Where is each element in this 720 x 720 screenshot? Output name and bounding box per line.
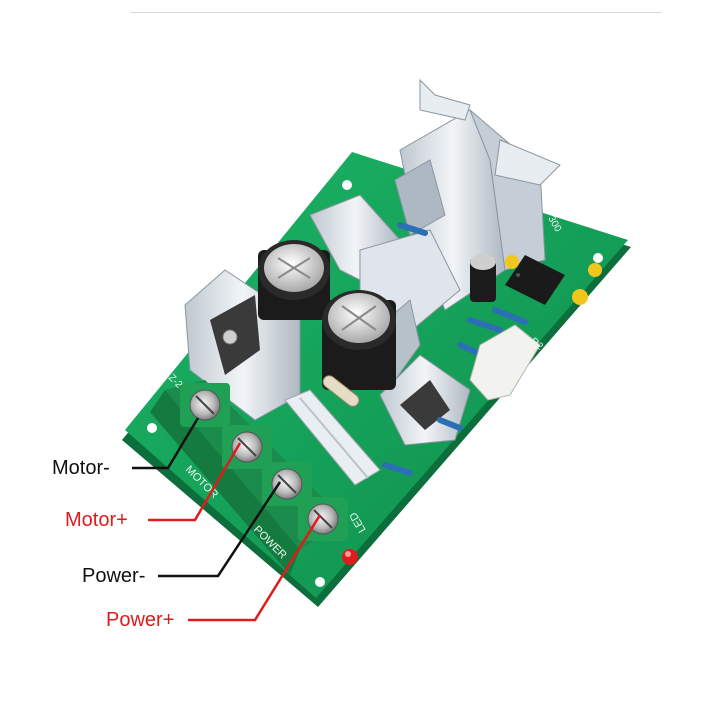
ceramic-capacitor xyxy=(505,255,519,269)
connector-r2 xyxy=(469,324,541,401)
top-border-line xyxy=(130,12,662,13)
label-power-neg: Power- xyxy=(82,565,146,587)
mount-hole xyxy=(147,423,157,433)
ceramic-capacitor xyxy=(588,263,602,277)
ceramic-capacitor xyxy=(572,289,588,305)
fuse xyxy=(284,389,381,486)
terminal-screw-motor-neg xyxy=(180,383,230,427)
leader-motor-pos xyxy=(148,442,242,522)
label-power-pos: Power+ xyxy=(106,609,175,631)
resistors xyxy=(382,222,528,476)
label-motor-pos: Motor+ xyxy=(65,509,128,531)
mount-hole xyxy=(593,253,603,263)
leader-power-pos xyxy=(188,514,322,622)
terminal-screw-power-pos xyxy=(298,497,348,541)
ic-chip xyxy=(505,255,565,305)
leader-power-neg xyxy=(158,481,282,578)
mount-hole xyxy=(315,577,325,587)
mount-hole xyxy=(342,180,352,190)
terminal-screw-motor-pos xyxy=(222,425,272,469)
terminal-screw-power-neg xyxy=(262,462,312,506)
electrolytic-capacitor xyxy=(258,240,330,320)
resistor-large xyxy=(322,375,360,407)
electrolytic-capacitor xyxy=(322,290,396,390)
leader-motor-neg xyxy=(132,417,200,470)
label-motor-neg: Motor- xyxy=(52,457,110,479)
small-capacitor xyxy=(470,254,496,302)
led-indicator xyxy=(342,549,358,565)
